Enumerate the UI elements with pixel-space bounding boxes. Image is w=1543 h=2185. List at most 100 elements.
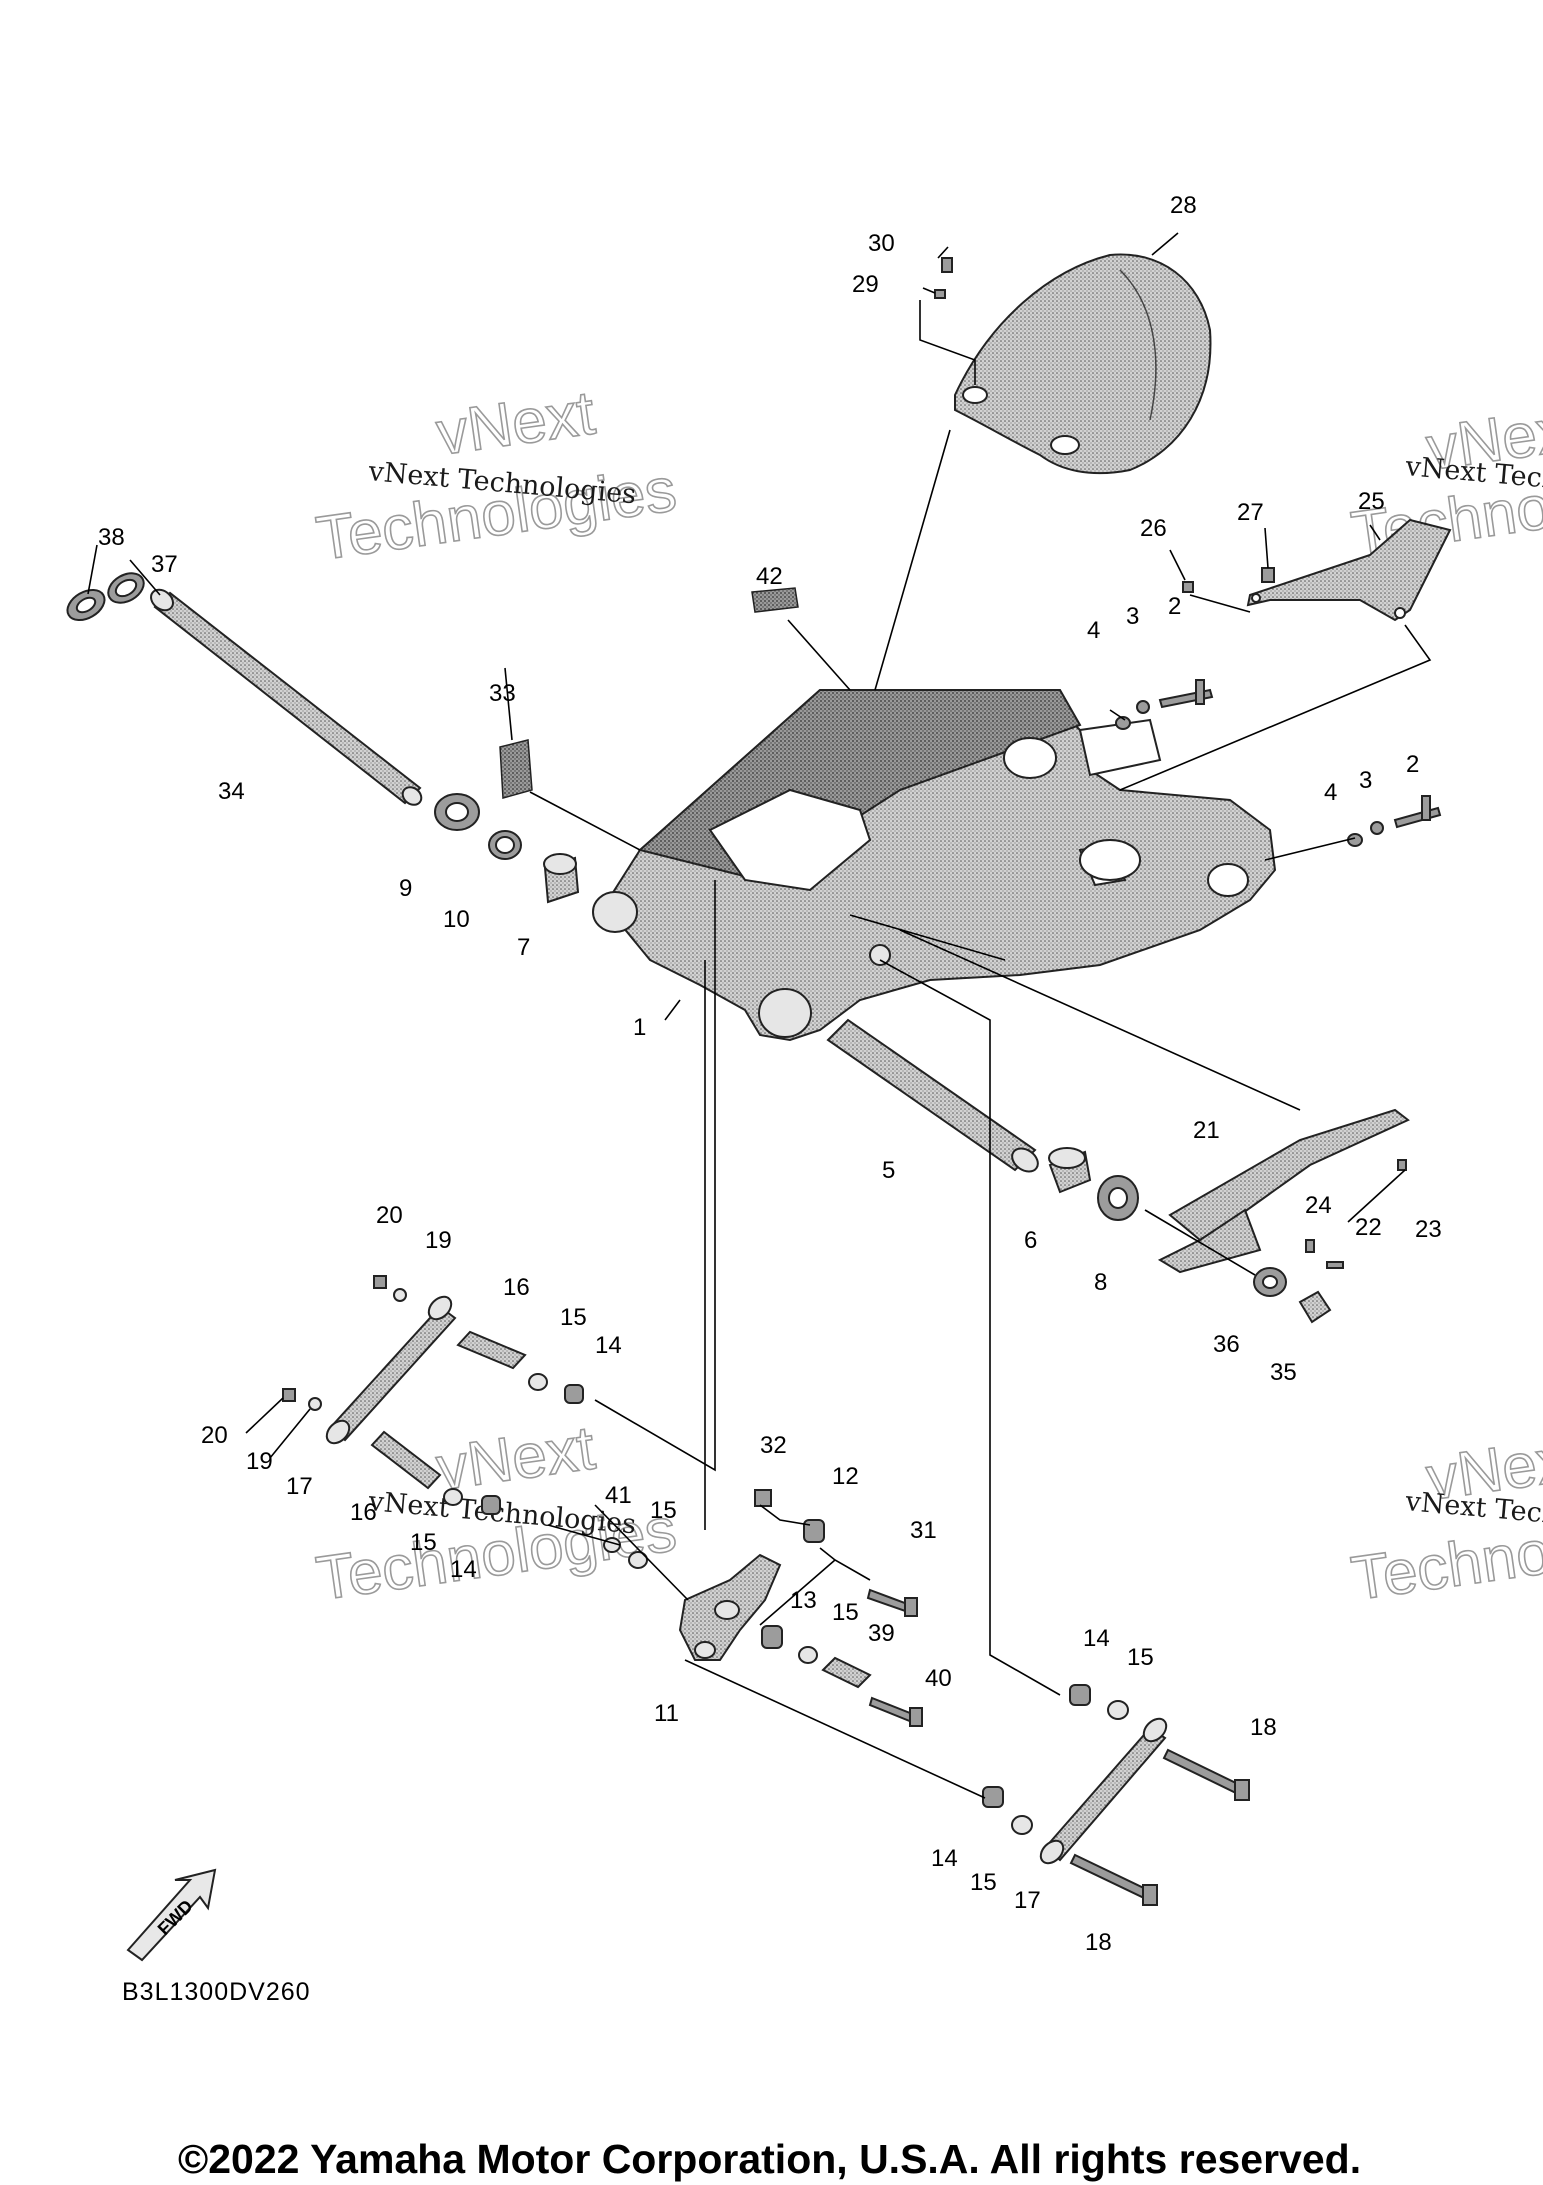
part-22-bolt	[1326, 1261, 1344, 1269]
callout-37: 37	[151, 551, 178, 578]
part-14-bearing-a	[564, 1384, 584, 1404]
part-42-label	[751, 587, 799, 613]
callout-1: 1	[633, 1014, 646, 1041]
callout-2a: 2	[1168, 593, 1181, 620]
callout-14c: 14	[1083, 1625, 1110, 1652]
part-31-bolt	[866, 1588, 918, 1617]
callout-40: 40	[925, 1665, 952, 1692]
callout-17b: 17	[1014, 1887, 1041, 1914]
part-20-nut-top	[373, 1275, 387, 1289]
part-26-bolt	[1182, 581, 1194, 593]
callout-21: 21	[1193, 1117, 1220, 1144]
part-15-ring-c	[628, 1551, 648, 1569]
callout-8: 8	[1094, 1269, 1107, 1296]
callout-3b: 3	[1359, 767, 1372, 794]
fwd-arrow-icon: FWD	[126, 1868, 217, 1962]
part-3-washer-lower	[1370, 821, 1384, 835]
callout-39: 39	[868, 1620, 895, 1647]
callout-15d: 15	[832, 1599, 859, 1626]
callout-15f: 15	[970, 1869, 997, 1896]
watermark-group-1: vNext Technologies vNext Technologies	[312, 378, 682, 575]
part-23-screw	[1397, 1159, 1407, 1171]
callout-36: 36	[1213, 1331, 1240, 1358]
part-7-bearing	[543, 853, 580, 904]
part-24-collar	[1305, 1239, 1315, 1253]
watermark-big-1: vNext	[432, 378, 599, 468]
part-2-bolt-upper	[1158, 679, 1214, 709]
callout-3a: 3	[1126, 603, 1139, 630]
part-14-bearing-c	[1069, 1684, 1091, 1706]
part-25-bracket	[1246, 518, 1452, 622]
copyright-notice: ©2022 Yamaha Motor Corporation, U.S.A. A…	[178, 2136, 1361, 2182]
cover-hole-2	[1050, 435, 1080, 455]
callout-4b: 4	[1324, 779, 1337, 806]
callout-4a: 4	[1087, 617, 1100, 644]
part-15-ring-d	[798, 1646, 818, 1664]
callout-16b: 16	[350, 1499, 377, 1526]
callout-28: 28	[1170, 192, 1197, 219]
callout-24: 24	[1305, 1192, 1332, 1219]
part-29-collar	[934, 289, 946, 299]
part-18-bolt-upper	[1162, 1748, 1250, 1801]
part-15-ring-e	[1107, 1700, 1129, 1720]
part-33-label	[499, 739, 533, 799]
callout-14a: 14	[595, 1332, 622, 1359]
part-39-collar	[821, 1656, 872, 1689]
part-15-ring-a	[528, 1373, 548, 1391]
part-15-ring-f	[1011, 1815, 1033, 1835]
callout-38: 38	[98, 524, 125, 551]
part-32-nut	[754, 1489, 772, 1507]
callout-26: 26	[1140, 515, 1167, 542]
callout-41: 41	[605, 1482, 632, 1509]
callout-14b: 14	[450, 1556, 477, 1583]
callout-34: 34	[218, 778, 245, 805]
part-40-bolt	[868, 1696, 923, 1727]
watermark-group-4: vNext Technologies vNext Technologies	[1347, 1423, 1543, 1615]
part-16-collar-upper	[456, 1330, 527, 1370]
part-2-bolt-lower	[1393, 795, 1442, 829]
part-15-ring-b	[443, 1488, 463, 1506]
part-4-nut-upper	[1115, 716, 1131, 730]
part-10-ring	[488, 830, 522, 860]
part-27-bolt	[1261, 567, 1275, 583]
callout-5: 5	[882, 1157, 895, 1184]
callout-20b: 20	[201, 1422, 228, 1449]
callout-23: 23	[1415, 1216, 1442, 1243]
part-17-arm-left	[325, 1295, 457, 1445]
part-1-swingarm	[592, 688, 1277, 1042]
part-28-cover	[954, 253, 1212, 475]
callout-32: 32	[760, 1432, 787, 1459]
part-6-bearing	[1048, 1147, 1092, 1194]
callout-20a: 20	[376, 1202, 403, 1229]
watermark-group-2: vNext Technologies vNext Technologies	[1347, 393, 1543, 570]
part-19-washer-top	[393, 1288, 407, 1302]
callout-15c: 15	[650, 1497, 677, 1524]
callout-27: 27	[1237, 499, 1264, 526]
part-21-chain-guide	[1157, 1108, 1410, 1274]
part-36-washer	[1253, 1267, 1287, 1297]
part-34-pivot-shaft	[150, 588, 423, 806]
part-5-shaft	[826, 1018, 1039, 1173]
part-16-collar-lower	[370, 1430, 442, 1490]
callout-18b: 18	[1085, 1929, 1112, 1956]
callout-11: 11	[654, 1700, 679, 1727]
leader-lines	[87, 232, 1432, 1799]
part-8-seal	[1097, 1175, 1139, 1221]
callout-6: 6	[1024, 1227, 1037, 1254]
callout-17a: 17	[286, 1473, 313, 1500]
callout-2b: 2	[1406, 751, 1419, 778]
callout-12: 12	[832, 1463, 859, 1490]
callout-7: 7	[517, 934, 530, 961]
part-19-washer-mid	[308, 1397, 322, 1411]
part-17-arm-right	[1039, 1717, 1168, 1865]
part-12-bush	[803, 1519, 825, 1543]
callout-19a: 19	[425, 1227, 452, 1254]
cover-hole-1	[962, 386, 988, 404]
part-20-nut-mid	[282, 1388, 296, 1402]
callout-15e: 15	[1127, 1644, 1154, 1671]
part-37-washer	[107, 572, 145, 604]
callout-29: 29	[852, 271, 879, 298]
part-13-bush	[761, 1625, 783, 1649]
callout-25: 25	[1358, 488, 1385, 515]
callout-22: 22	[1355, 1214, 1382, 1241]
